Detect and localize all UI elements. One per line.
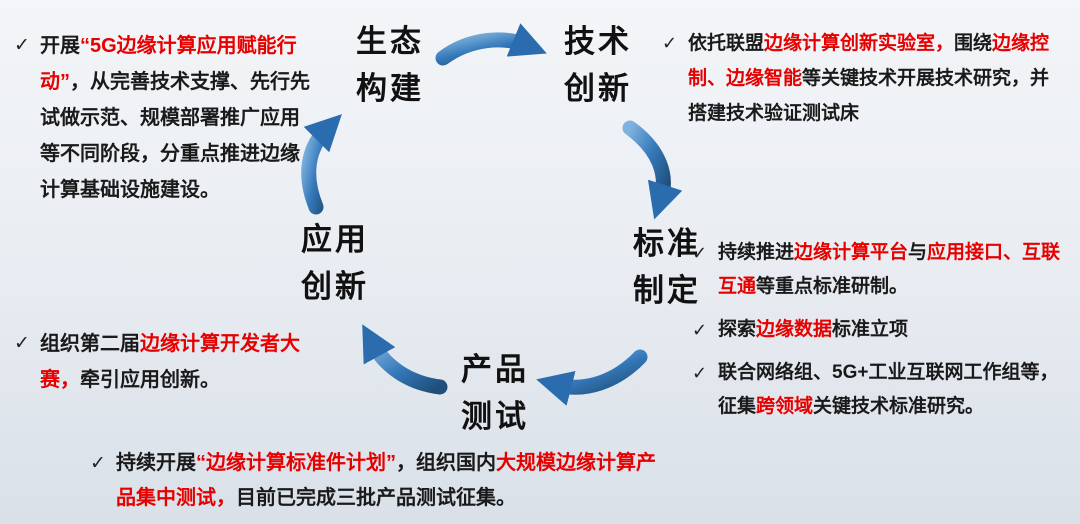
arrow-product-to-application: [362, 324, 448, 395]
node-label-line: 构建: [356, 71, 424, 106]
note-text: 探索边缘数据标准立项: [718, 319, 909, 340]
note-item: ✓ 联合网络组、5G+工业互联网工作组等，征集跨领域关键技术标准研究。: [692, 356, 1074, 424]
node-label-line: 创新: [564, 71, 632, 106]
node-label-line: 产品: [461, 352, 529, 387]
note-text: 持续开展“边缘计算标准件计划”，组织国内大规模边缘计算产品集中测试，目前已完成三…: [116, 452, 656, 509]
node-label-line: 创新: [301, 269, 369, 304]
arrow-standard-to-product: [536, 349, 648, 406]
node-label-line: 测试: [461, 399, 529, 434]
check-icon: ✓: [692, 320, 708, 340]
note-text: 组织第二届边缘计算开发者大赛，牵引应用创新。: [40, 333, 300, 391]
note-block-product-testing: ✓ 持续开展“边缘计算标准件计划”，组织国内大规模边缘计算产品集中测试，目前已完成…: [90, 446, 665, 524]
cycle-node-application-innovation: 应用 创新: [280, 216, 390, 310]
note-item: ✓ 持续推进边缘计算平台与应用接口、互联互通等重点标准研制。: [692, 236, 1074, 304]
check-icon: ✓: [14, 333, 30, 354]
note-text: 持续推进边缘计算平台与应用接口、互联互通等重点标准研制。: [718, 242, 1061, 297]
note-block-technology: ✓ 依托联盟边缘计算创新实验室，围绕边缘控制、边缘智能等关键技术开展技术研究，并搭…: [662, 26, 1068, 140]
note-text: 开展“5G边缘计算应用赋能行动”，从完善技术支撑、先行先试做示范、规模部署推广应…: [40, 35, 310, 201]
check-icon: ✓: [662, 33, 678, 53]
note-text: 联合网络组、5G+工业互联网工作组等，征集跨领域关键技术标准研究。: [718, 362, 1059, 417]
check-icon: ✓: [14, 35, 30, 56]
cycle-node-product-testing: 产品 测试: [440, 346, 550, 440]
arrow-tech-to-standard: [622, 120, 683, 220]
note-text: 依托联盟边缘计算创新实验室，围绕边缘控制、边缘智能等关键技术开展技术研究，并搭建…: [688, 33, 1050, 124]
arrow-application-to-ecosystem: [301, 114, 342, 215]
note-item: ✓ 持续开展“边缘计算标准件计划”，组织国内大规模边缘计算产品集中测试，目前已完成…: [90, 446, 665, 516]
arrow-ecosystem-to-tech: [435, 23, 547, 66]
note-item: ✓ 探索边缘数据标准立项: [692, 313, 1074, 347]
note-block-ecosystem: ✓ 开展“5G边缘计算应用赋能行动”，从完善技术支撑、先行先试做示范、规模部署推广…: [14, 28, 316, 217]
check-icon: ✓: [90, 453, 106, 474]
note-block-application: ✓ 组织第二届边缘计算开发者大赛，牵引应用创新。: [14, 326, 316, 407]
node-label-line: 应用: [301, 222, 369, 257]
node-label-line: 制定: [633, 273, 701, 308]
check-icon: ✓: [692, 243, 708, 263]
note-item: ✓ 组织第二届边缘计算开发者大赛，牵引应用创新。: [14, 326, 316, 398]
cycle-node-technology-innovation: 技术 创新: [543, 18, 653, 112]
cycle-node-ecosystem-building: 生态 构建: [335, 18, 445, 112]
note-item: ✓ 开展“5G边缘计算应用赋能行动”，从完善技术支撑、先行先试做示范、规模部署推广…: [14, 28, 316, 208]
note-item: ✓ 依托联盟边缘计算创新实验室，围绕边缘控制、边缘智能等关键技术开展技术研究，并搭…: [662, 26, 1068, 131]
node-label-line: 标准: [633, 226, 701, 261]
node-label-line: 生态: [356, 24, 424, 59]
note-block-standard: ✓ 持续推进边缘计算平台与应用接口、互联互通等重点标准研制。 ✓ 探索边缘数据标准立项…: [692, 236, 1074, 433]
cycle-node-standard-setting: 标准 制定: [612, 220, 722, 314]
node-label-line: 技术: [564, 24, 632, 59]
check-icon: ✓: [692, 363, 708, 383]
